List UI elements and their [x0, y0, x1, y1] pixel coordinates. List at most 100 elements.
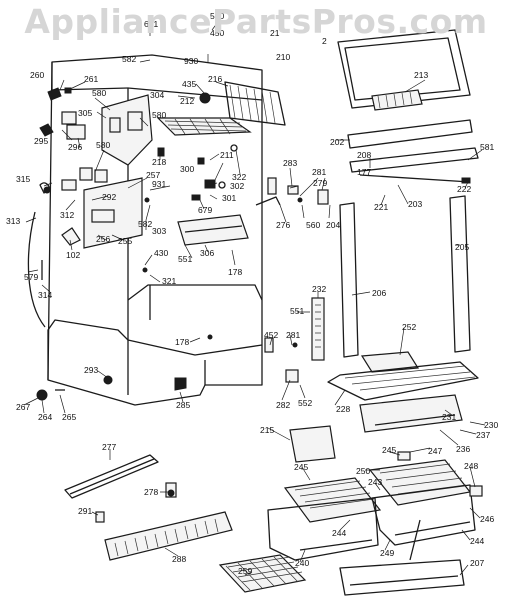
callout-282: 282	[276, 400, 290, 410]
callout-178: 178	[175, 337, 189, 347]
callout-312: 312	[60, 210, 74, 220]
callout-203: 203	[408, 199, 422, 209]
callout-222: 222	[457, 184, 471, 194]
callout-208: 208	[357, 150, 371, 160]
callout-232: 232	[312, 284, 326, 294]
mullion-bar	[349, 147, 479, 184]
drain-pan	[177, 214, 249, 246]
callout-244: 244	[470, 536, 484, 546]
control-panel	[83, 177, 143, 249]
callout-256: 256	[96, 234, 110, 244]
callout-237: 237	[476, 430, 490, 440]
callout-178: 178	[228, 267, 242, 277]
callout-293: 293	[84, 365, 98, 375]
callout-248: 248	[464, 461, 478, 471]
door-shelf-bottom	[339, 559, 465, 596]
crisper-cover	[359, 394, 463, 433]
callout-250: 250	[356, 466, 370, 476]
freezer-shelf	[156, 117, 252, 136]
callout-300: 300	[180, 164, 194, 174]
glass-shelf	[327, 351, 479, 401]
callout-288: 288	[172, 554, 186, 564]
callout-247: 247	[428, 446, 442, 456]
toe-grille	[218, 554, 307, 593]
callout-283: 283	[283, 158, 297, 168]
callout-631: 631	[144, 19, 158, 29]
callout-450: 450	[210, 28, 224, 38]
door-liner	[339, 195, 471, 358]
callout-102: 102	[66, 250, 80, 260]
freezer-door	[337, 29, 471, 111]
left-hardware	[27, 87, 108, 401]
callout-430: 430	[154, 248, 168, 258]
component-markers	[103, 92, 238, 391]
leveling-leg	[95, 482, 177, 523]
callout-276: 276	[276, 220, 290, 230]
callout-246: 246	[480, 514, 494, 524]
callout-255: 255	[118, 236, 132, 246]
callout-211: 211	[220, 150, 234, 160]
callout-581: 581	[480, 142, 494, 152]
callout-236: 236	[456, 444, 470, 454]
callout-228: 228	[336, 404, 350, 414]
crisper-drawer-right	[368, 459, 476, 546]
callout-252: 252	[402, 322, 416, 332]
callout-216: 216	[208, 74, 222, 84]
callout-551: 551	[178, 254, 192, 264]
callout-215: 215	[260, 425, 274, 435]
callout-306: 306	[200, 248, 214, 258]
callout-249: 249	[380, 548, 394, 558]
callout-277: 277	[102, 442, 116, 452]
callout-212: 212	[180, 96, 194, 106]
callout-281: 281	[312, 167, 326, 177]
callout-245: 245	[294, 462, 308, 472]
callout-302: 302	[230, 181, 244, 191]
callout-202: 202	[330, 137, 344, 147]
callout-285: 285	[176, 400, 190, 410]
callout-435: 435	[182, 79, 196, 89]
callout-551: 551	[290, 306, 304, 316]
callout-279: 279	[313, 178, 327, 188]
callout-231: 231	[442, 412, 456, 422]
callout-177: 177	[357, 167, 371, 177]
callout-579: 579	[24, 272, 38, 282]
callout-230: 230	[484, 420, 498, 430]
callout-240: 240	[295, 558, 309, 568]
drawer-hardware	[397, 451, 483, 561]
callout-322: 322	[232, 172, 246, 182]
control-housing	[101, 94, 153, 166]
callout-580: 580	[152, 110, 166, 120]
callout-259: 259	[238, 566, 252, 576]
callout-582: 582	[138, 219, 152, 229]
leader-lines	[23, 21, 486, 576]
callout-452: 452	[264, 330, 278, 340]
callout-305: 305	[78, 108, 92, 118]
callout-931: 931	[152, 179, 166, 189]
callout-2xx: 2	[322, 36, 327, 46]
callout-21x: 21	[270, 28, 280, 38]
callout-278: 278	[144, 487, 158, 497]
door-bin	[289, 425, 336, 463]
hinge-hardware	[255, 177, 329, 383]
callout-315: 315	[16, 174, 30, 184]
callout-204: 204	[326, 220, 340, 230]
callout-679: 679	[198, 205, 212, 215]
callout-582: 582	[122, 54, 136, 64]
callout-313: 313	[6, 216, 20, 226]
callout-560: 560	[210, 11, 224, 21]
callout-314: 314	[38, 290, 52, 300]
base-rail	[64, 454, 159, 499]
callout-265: 265	[62, 412, 76, 422]
callout-221: 221	[374, 202, 388, 212]
callout-267: 267	[16, 402, 30, 412]
callout-205: 205	[455, 242, 469, 252]
wire-rack	[224, 81, 286, 126]
door-shelf-top	[347, 119, 473, 149]
callout-281: 281	[286, 330, 300, 340]
callout-291: 291	[78, 506, 92, 516]
callout-245: 245	[382, 445, 396, 455]
callout-243: 243	[368, 477, 382, 487]
callout-213: 213	[414, 70, 428, 80]
callout-206: 206	[372, 288, 386, 298]
